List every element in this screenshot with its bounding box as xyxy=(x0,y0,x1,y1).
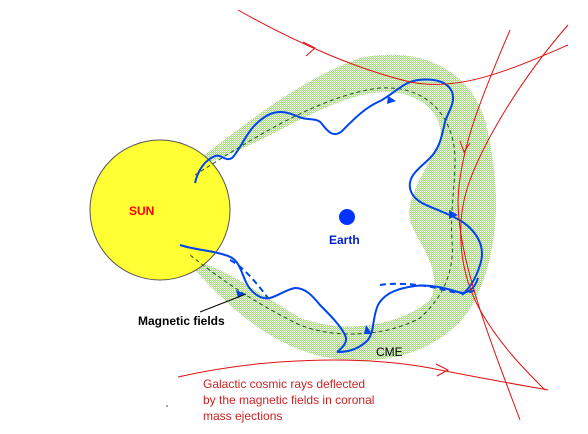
magnetic-field-dashed-right xyxy=(379,282,476,294)
cosmic-ray-arrow-top xyxy=(302,41,316,57)
cosmic-ray-arrow-diagonal xyxy=(459,140,471,154)
cme-shell xyxy=(185,54,496,361)
field-arrow-upper xyxy=(387,96,396,104)
magnetic-fields-leader xyxy=(199,293,247,313)
earth-label: Earth xyxy=(329,233,360,247)
sun xyxy=(89,139,231,281)
field-arrow-lower xyxy=(364,325,372,334)
cosmic-ray-right xyxy=(460,24,569,391)
caption-line-2: by the magnetic fields in coronal xyxy=(203,393,374,407)
stray-dot xyxy=(166,405,168,407)
magnetic-field-line-upper xyxy=(194,78,483,296)
magnetic-field-line-lower xyxy=(179,244,479,354)
sun-label: SUN xyxy=(129,204,154,218)
caption-line-3: mass ejections xyxy=(203,409,282,423)
field-arrow-right xyxy=(449,210,458,219)
field-arrow-left xyxy=(236,290,245,298)
cosmic-ray-diagonal xyxy=(457,29,521,421)
cosmic-ray-top xyxy=(237,9,569,85)
earth xyxy=(339,209,355,225)
cosmic-ray-bottom xyxy=(177,359,549,391)
cosmic-ray-arrow-bottom xyxy=(435,363,450,377)
magnetic-field-dashed-lower xyxy=(229,259,269,299)
cme-center-dashed-line xyxy=(189,87,456,335)
cme-label: CME xyxy=(376,345,403,359)
caption-line-1: Galactic cosmic rays deflected xyxy=(203,377,365,391)
magnetic-fields-label: Magnetic fields xyxy=(138,314,225,328)
